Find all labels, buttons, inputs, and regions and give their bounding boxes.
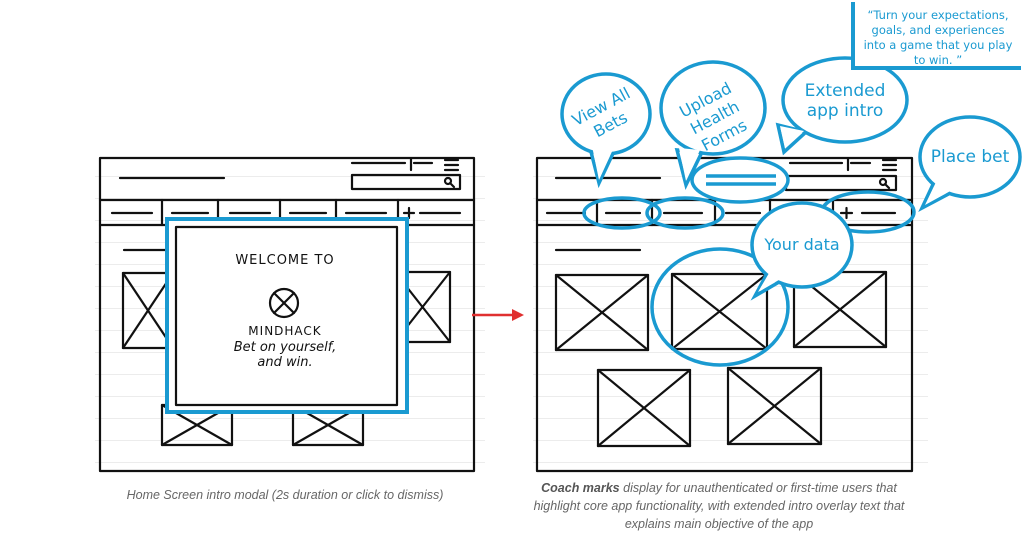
modal-tagline-line2: and win. [257,355,313,370]
place-bet-line1: Place bet [930,147,1010,167]
bubble-label-extended-app-intro[interactable]: Extended app intro [795,81,895,121]
intro-modal-highlight [165,217,409,414]
bubble-place-bet [918,115,1022,212]
highlight-view-all-bets-tab [582,196,662,230]
extended-app-intro-line1: Extended [804,81,886,101]
modal-heading: WELCOME TO [235,253,335,268]
modal-app-name: MINDHACK [248,324,322,338]
left-caption: Home Screen intro modal (2s duration or … [126,488,444,502]
intro-modal-frame [174,225,399,407]
right-caption-text: display for unauthenticated or first-tim… [533,481,905,531]
modal-tagline-line1: Bet on yourself, [233,340,337,355]
right-image-placeholder-1 [554,273,650,352]
right-search-icon [878,177,891,190]
right-image-placeholder-5 [726,366,823,446]
bubble-view-all-bets [560,72,652,189]
left-plus-icon [402,206,416,220]
extended-intro-quote-box: “Turn your expectations, goals, and expe… [851,2,1021,70]
bubble-label-place-bet[interactable]: Place bet [925,147,1015,167]
left-hamburger-icon [443,158,460,172]
left-search-icon [443,176,456,189]
right-caption-bold: Coach marks [541,481,620,495]
right-image-placeholder-4 [596,368,692,448]
right-caption: Coach marks display for unauthenticated … [522,479,916,533]
bubble-your-data [750,201,854,301]
bubble-upload-health-forms [659,60,767,191]
highlight-upload-health-forms-tab [645,196,725,230]
right-hamburger-icon [881,158,898,172]
extended-app-intro-line2: app intro [806,101,884,121]
right-plus-icon [839,206,854,220]
bubble-label-your-data[interactable]: Your data [757,235,847,255]
bubble-extended-app-intro [775,56,909,156]
highlight-your-data [650,247,790,367]
mindhack-logo-icon [268,287,300,319]
arrow-right-icon [472,309,524,321]
right-image-placeholder-2 [670,272,769,351]
left-search-box [350,173,462,191]
your-data-line1: Your data [764,235,840,254]
highlight-extended-intro [690,156,790,204]
